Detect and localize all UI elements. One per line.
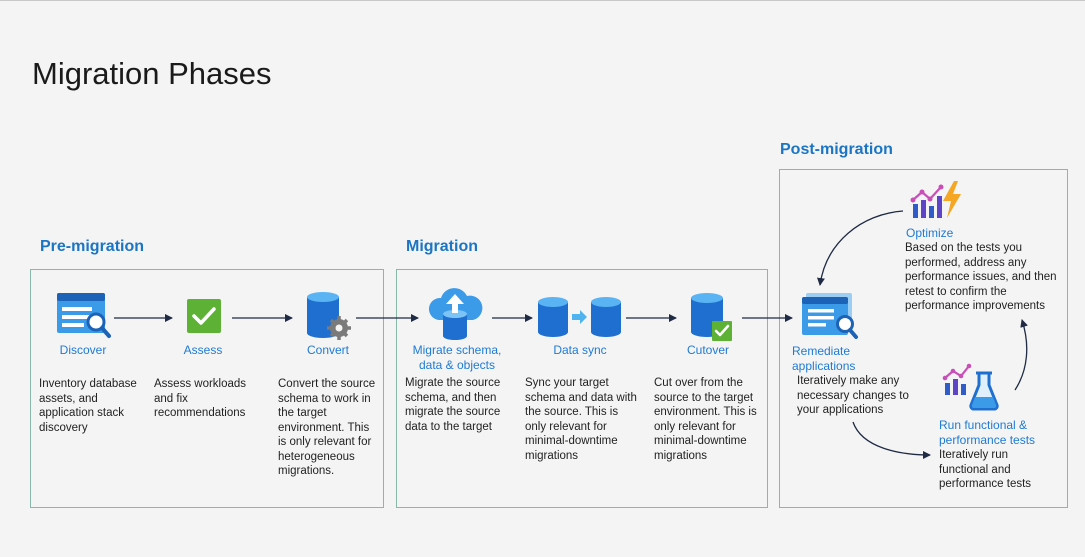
cutover-label: Cutover bbox=[686, 343, 730, 357]
migrate-label: Migrate schema, data & objects bbox=[412, 343, 502, 372]
cloud-upload-icon bbox=[427, 286, 483, 347]
database-gear-icon bbox=[305, 291, 353, 346]
window-search-icon bbox=[56, 292, 112, 345]
arrow-remediate-test bbox=[852, 421, 931, 459]
chart-bolt-icon bbox=[910, 180, 964, 227]
section-title-migration: Migration bbox=[406, 238, 478, 255]
checkmark-icon bbox=[187, 299, 221, 338]
assess-label: Assess bbox=[183, 343, 223, 357]
data-sync-label: Data sync bbox=[553, 343, 607, 357]
page-title: Migration Phases bbox=[32, 56, 272, 91]
section-title-post-migration: Post-migration bbox=[780, 141, 893, 158]
assess-description: Assess workloads and fix recommendations bbox=[154, 378, 247, 419]
chart-flask-icon bbox=[942, 363, 1004, 416]
run-tests-label: Run functional & performance tests bbox=[939, 418, 1036, 447]
data-sync-description: Sync your target schema and data with th… bbox=[525, 377, 637, 462]
post-migration-box bbox=[779, 169, 1068, 508]
pre-migration-box bbox=[30, 269, 384, 508]
run-tests-description: Iteratively run functional and performan… bbox=[939, 449, 1032, 490]
section-title-pre-migration: Pre-migration bbox=[40, 238, 145, 255]
optimize-description: Based on the tests you performed, addres… bbox=[905, 242, 1057, 312]
convert-description: Convert the source schema to work in the… bbox=[278, 378, 376, 477]
discover-label: Discover bbox=[59, 343, 107, 357]
document-search-icon bbox=[800, 292, 860, 345]
migrate-description: Migrate the source schema, and then migr… bbox=[405, 377, 501, 433]
arrow-test-optimize bbox=[1014, 319, 1028, 391]
arrow-optimize-remediate bbox=[817, 210, 904, 286]
database-check-icon bbox=[689, 292, 735, 347]
optimize-label: Optimize bbox=[906, 226, 954, 240]
remediate-description: Iteratively make any necessary changes t… bbox=[797, 375, 909, 416]
top-divider bbox=[0, 0, 1085, 1]
remediate-label: Remediate applications bbox=[792, 344, 856, 373]
convert-label: Convert bbox=[306, 343, 350, 357]
migration-box bbox=[396, 269, 768, 508]
discover-description: Inventory database assets, and applicati… bbox=[39, 378, 137, 434]
cutover-description: Cut over from the source to the target e… bbox=[654, 377, 757, 462]
database-sync-icon bbox=[536, 296, 624, 345]
